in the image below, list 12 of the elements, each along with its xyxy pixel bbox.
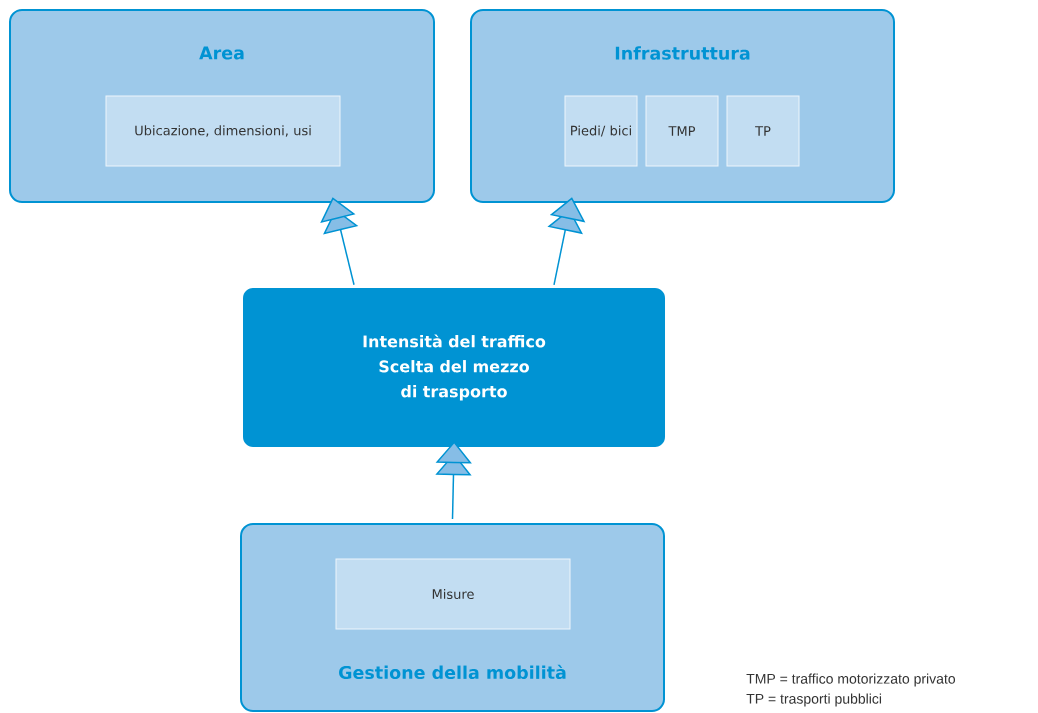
inner-box: TP — [726, 95, 800, 167]
legend-note: TP = trasporti pubblici — [746, 693, 881, 707]
group-heading: Gestione della mobilità — [339, 664, 566, 680]
inner-box: TMP — [645, 95, 719, 167]
inner-box: Ubicazione, dimensioni, usi — [105, 95, 341, 167]
group-heading: Area — [199, 46, 244, 60]
inner-box: Misure — [335, 558, 571, 630]
group-heading: Infrastruttura — [615, 46, 750, 60]
arrow — [435, 441, 472, 520]
inner-box: Piedi/ bici — [564, 95, 638, 167]
legend-note: TMP = traffico motorizzato privato — [746, 673, 956, 687]
process-box: Intensità del traffico Scelta del mezzo di trasporto — [243, 288, 665, 447]
